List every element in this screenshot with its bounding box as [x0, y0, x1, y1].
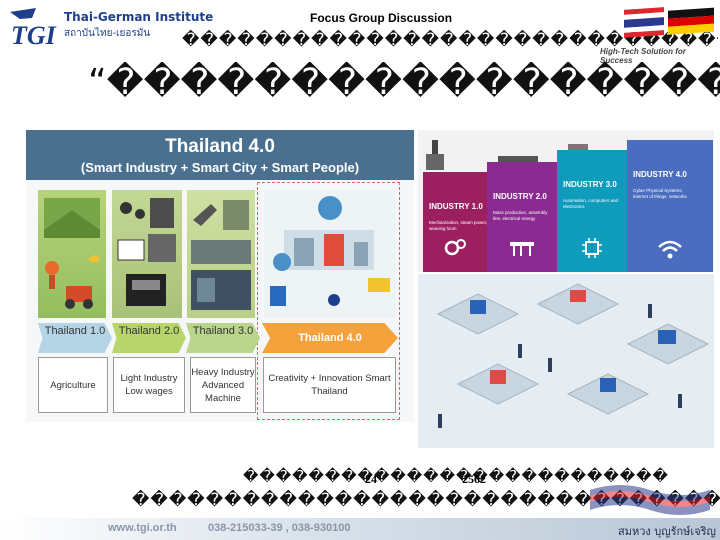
- heavy-industry-illustration: [187, 190, 255, 318]
- agriculture-illustration: [38, 190, 106, 318]
- logo-text: TGI: [11, 21, 57, 50]
- industry-3-column: INDUSTRY 3.0 Automation, computers and e…: [557, 150, 627, 272]
- wifi-icon: [658, 240, 682, 259]
- slide-title: “�����������������������”���: [88, 62, 720, 103]
- institute-name-en: Thai-German Institute: [64, 10, 214, 24]
- tgi-logo: TGI: [8, 6, 58, 50]
- era-desc-4: Creativity + Innovation Smart Thailand: [263, 357, 396, 413]
- event-venue-line: ����������������������������������������…: [132, 490, 720, 510]
- slide-tag: Focus Group Discussion: [310, 11, 453, 25]
- footer-bar: [0, 518, 720, 540]
- era-desc-3: Heavy Industry Advanced Machine: [190, 357, 256, 413]
- event-year: 2562: [462, 472, 486, 486]
- era-desc-1: Agriculture: [38, 357, 108, 413]
- footer-phone: 038-215033-39 , 038-930100: [208, 522, 351, 534]
- slide-subtitle: ����������������������������������������…: [182, 30, 718, 50]
- light-industry-illustration: [112, 190, 182, 318]
- institute-name-th: สถาบันไทย-เยอรมัน: [64, 28, 151, 39]
- industry-2-desc: Mass production, assembly line, electric…: [493, 210, 548, 221]
- chip-icon: [582, 238, 602, 258]
- german-flag: [668, 7, 714, 35]
- event-day: 24: [365, 472, 377, 486]
- assembly-line-icon: [510, 242, 534, 256]
- industry-2-label: INDUSTRY 2.0: [493, 192, 547, 201]
- industry-1-desc: Mechanization, steam power, weaving loom: [429, 220, 488, 231]
- smart-thailand-illustration: [264, 190, 396, 318]
- industry-4-desc: Cyber Physical Systems, internet of thin…: [633, 188, 687, 199]
- gears-icon: [444, 239, 466, 256]
- footer-url: www.tgi.or.th: [108, 522, 177, 534]
- era-tab-thailand-3: Thailand 3.0: [186, 323, 260, 353]
- event-date-line: ��������������������������: [243, 467, 669, 485]
- era-tab-thailand-1: Thailand 1.0: [38, 323, 112, 353]
- era-tab-thailand-2: Thailand 2.0: [112, 323, 186, 353]
- era-tab-thailand-4: Thailand 4.0: [262, 323, 398, 353]
- tagline: High-Tech Solution for Success: [600, 47, 686, 65]
- flags-graphic: [624, 7, 714, 38]
- thailand-header-band: [26, 130, 414, 180]
- era-desc-2: Light Industry Low wages: [113, 357, 185, 413]
- industry-1-column: INDUSTRY 1.0 Mechanization, steam power,…: [423, 172, 487, 272]
- thai-flag: [624, 7, 664, 38]
- industry-1-label: INDUSTRY 1.0: [429, 202, 483, 211]
- industry-4-label: INDUSTRY 4.0: [633, 170, 687, 179]
- footer-author: สมหวง บุญรักษ์เจริญ: [618, 525, 716, 538]
- industry-4-column: INDUSTRY 4.0 Cyber Physical Systems, int…: [627, 140, 713, 272]
- thailand-title: Thailand 4.0: [165, 136, 275, 157]
- thailand-4-highlight-frame: [257, 182, 400, 420]
- footer-flags-decoration: [590, 485, 710, 515]
- industry-2-column: INDUSTRY 2.0 Mass production, assembly l…: [487, 162, 557, 272]
- industry-3-label: INDUSTRY 3.0: [563, 180, 617, 189]
- thailand-subtitle: (Smart Industry + Smart City + Smart Peo…: [80, 160, 360, 175]
- industry-3-desc: Automation, computers and electronics: [563, 198, 619, 209]
- smart-industry-isometric-illustration: [418, 274, 714, 448]
